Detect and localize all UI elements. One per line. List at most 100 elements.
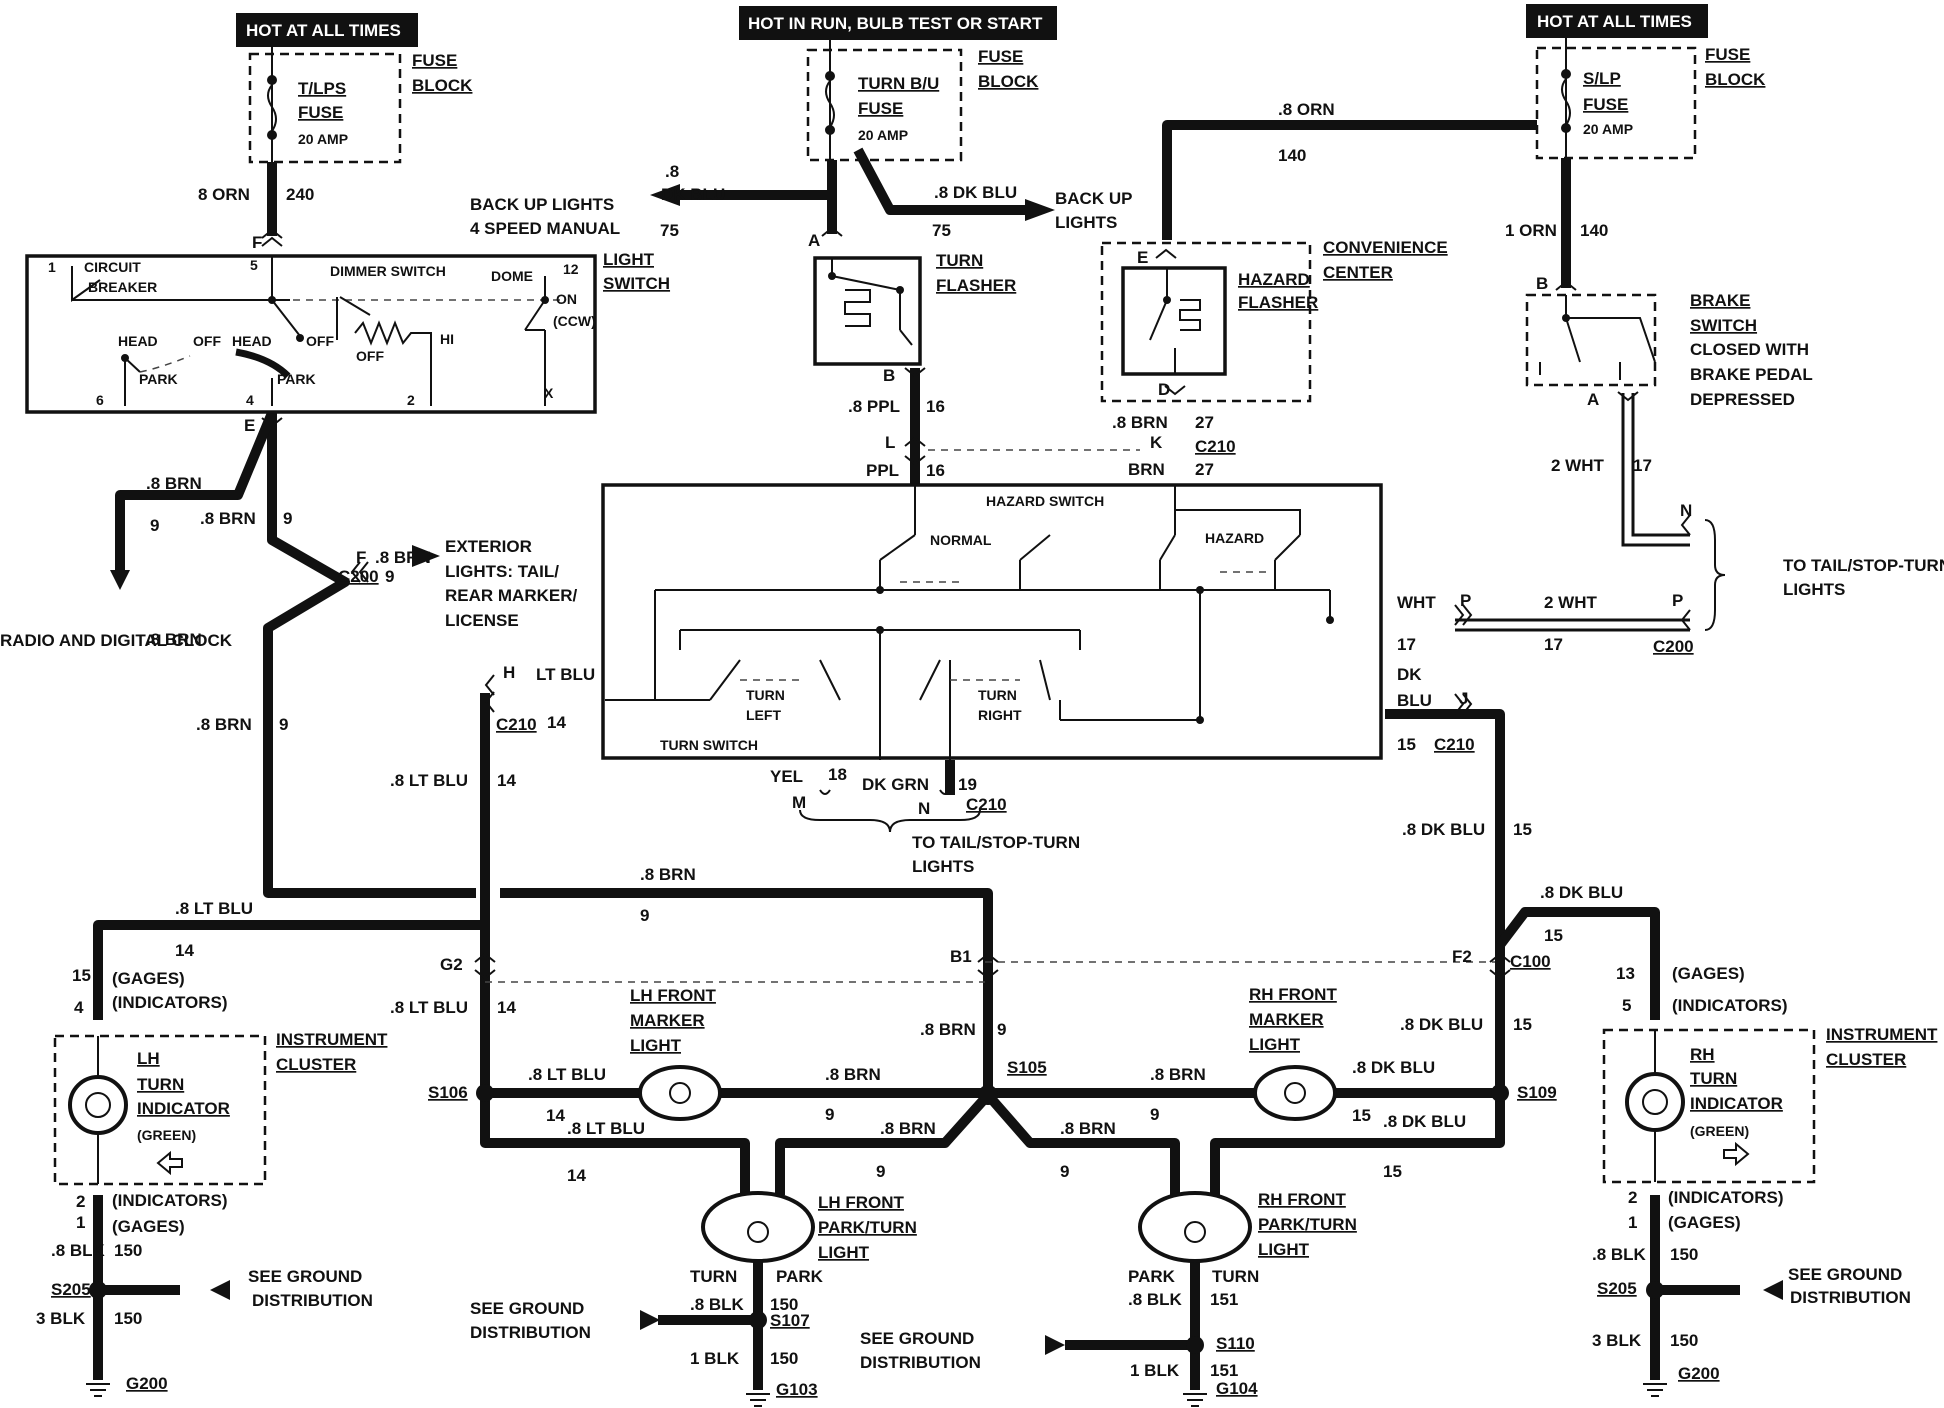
svg-text:LIGHTS: TAIL/: LIGHTS: TAIL/	[445, 562, 559, 581]
svg-text:75: 75	[660, 221, 679, 240]
svg-text:S106: S106	[428, 1083, 468, 1102]
svg-text:TURN: TURN	[137, 1075, 184, 1094]
svg-text:(GREEN): (GREEN)	[137, 1127, 196, 1143]
svg-text:S105: S105	[1007, 1058, 1047, 1077]
svg-text:PPL: PPL	[866, 461, 899, 480]
svg-text:14: 14	[546, 1106, 565, 1125]
svg-text:BREAKER: BREAKER	[88, 279, 157, 295]
svg-text:20 AMP: 20 AMP	[858, 127, 908, 143]
svg-text:9: 9	[1060, 1162, 1069, 1181]
svg-text:.8 DK BLU: .8 DK BLU	[1402, 820, 1485, 839]
svg-text:.8 DK BLU: .8 DK BLU	[1383, 1112, 1466, 1131]
svg-text:15: 15	[72, 966, 91, 985]
svg-text:4: 4	[246, 392, 254, 408]
svg-text:27: 27	[1195, 413, 1214, 432]
svg-text:S/LP: S/LP	[1583, 69, 1621, 88]
svg-text:HAZARD SWITCH: HAZARD SWITCH	[986, 493, 1104, 509]
svg-text:CONVENIENCE: CONVENIENCE	[1323, 238, 1448, 257]
svg-text:C210: C210	[1195, 437, 1236, 456]
svg-text:1 BLK: 1 BLK	[1130, 1361, 1180, 1380]
svg-text:15: 15	[1513, 820, 1532, 839]
rh-front-marker-light: RH FRONT MARKER LIGHT	[1249, 985, 1337, 1121]
hot-label-left: HOT AT ALL TIMES	[236, 13, 418, 47]
svg-text:.8 BLK: .8 BLK	[1128, 1290, 1183, 1309]
svg-text:PARK/TURN: PARK/TURN	[818, 1218, 917, 1237]
svg-text:HAZARD: HAZARD	[1205, 530, 1264, 546]
svg-text:9: 9	[385, 567, 394, 586]
svg-text:2 WHT: 2 WHT	[1551, 456, 1605, 475]
svg-text:DOME: DOME	[491, 268, 533, 284]
svg-text:18: 18	[828, 765, 847, 784]
svg-text:LIGHT: LIGHT	[818, 1243, 870, 1262]
svg-text:TURN: TURN	[936, 251, 983, 270]
svg-text:1 ORN: 1 ORN	[1505, 221, 1557, 240]
svg-text:LEFT: LEFT	[746, 707, 781, 723]
svg-text:3 BLK: 3 BLK	[36, 1309, 86, 1328]
svg-text:1 BLK: 1 BLK	[690, 1349, 740, 1368]
turn-hazard-switch: HAZARD SWITCH NORMAL HAZARD TURN LEFT TU…	[601, 483, 1383, 760]
svg-text:(INDICATORS): (INDICATORS)	[112, 993, 228, 1012]
svg-text:15: 15	[1383, 1162, 1402, 1181]
svg-text:9: 9	[279, 715, 288, 734]
svg-text:(INDICATORS): (INDICATORS)	[112, 1191, 228, 1210]
svg-text:BRAKE PEDAL: BRAKE PEDAL	[1690, 365, 1813, 384]
svg-text:PARK: PARK	[1128, 1267, 1176, 1286]
svg-text:WHT: WHT	[1397, 593, 1436, 612]
svg-text:N: N	[1680, 501, 1692, 520]
svg-text:K: K	[1150, 433, 1163, 452]
svg-text:(GAGES): (GAGES)	[1668, 1213, 1741, 1232]
svg-text:HOT AT ALL TIMES: HOT AT ALL TIMES	[1537, 12, 1692, 31]
svg-text:(CCW): (CCW)	[553, 313, 596, 329]
svg-text:G200: G200	[1678, 1364, 1720, 1383]
svg-text:19: 19	[958, 775, 977, 794]
svg-text:(GAGES): (GAGES)	[112, 1217, 185, 1236]
svg-text:1: 1	[1628, 1213, 1637, 1232]
svg-text:9: 9	[150, 516, 159, 535]
svg-text:TO TAIL/STOP-TURN: TO TAIL/STOP-TURN	[1783, 556, 1944, 575]
svg-text:C210: C210	[966, 795, 1007, 814]
svg-text:151: 151	[1210, 1361, 1238, 1380]
svg-text:14: 14	[547, 713, 566, 732]
svg-text:S109: S109	[1517, 1083, 1557, 1102]
svg-text:5: 5	[1622, 996, 1631, 1015]
svg-text:SWITCH: SWITCH	[603, 274, 670, 293]
svg-text:FUSE: FUSE	[412, 51, 457, 70]
svg-text:.8 BRN: .8 BRN	[640, 865, 696, 884]
svg-text:G200: G200	[126, 1374, 168, 1393]
svg-text:FUSE: FUSE	[858, 99, 903, 118]
svg-text:A: A	[1587, 390, 1599, 409]
svg-text:75: 75	[932, 221, 951, 240]
svg-text:.8 LT BLU: .8 LT BLU	[528, 1065, 606, 1084]
svg-text:S205: S205	[51, 1280, 91, 1299]
svg-text:HEAD: HEAD	[232, 333, 272, 349]
svg-text:INSTRUMENT: INSTRUMENT	[276, 1030, 388, 1049]
svg-text:.8 BRN: .8 BRN	[200, 509, 256, 528]
svg-text:.8 BRN: .8 BRN	[146, 630, 202, 649]
wire-labels: 8 ORN 240 .8 DK BLU 75 BACK UP LIGHTS 4 …	[0, 100, 1944, 1185]
fuse-block-left: T/LPS FUSE 20 AMP FUSE BLOCK	[248, 47, 473, 164]
svg-text:.8 DK BLU: .8 DK BLU	[1352, 1058, 1435, 1077]
svg-text:PARK: PARK	[776, 1267, 824, 1286]
svg-text:NORMAL: NORMAL	[930, 532, 992, 548]
svg-text:16: 16	[926, 461, 945, 480]
svg-text:F: F	[252, 233, 262, 252]
svg-text:RH FRONT: RH FRONT	[1258, 1190, 1346, 1209]
back-up-arrows	[650, 184, 1055, 221]
svg-text:FUSE: FUSE	[1583, 95, 1628, 114]
light-switch: LIGHT SWITCH F E 1 CIRCUIT BREAKER DIMME…	[25, 233, 670, 435]
svg-text:LIGHTS: LIGHTS	[1783, 580, 1845, 599]
svg-text:27: 27	[1195, 460, 1214, 479]
svg-text:.8 BRN: .8 BRN	[825, 1065, 881, 1084]
svg-text:DK BLU: DK BLU	[661, 185, 725, 204]
svg-text:HOT IN RUN, BULB TEST OR START: HOT IN RUN, BULB TEST OR START	[748, 14, 1043, 33]
svg-text:240: 240	[286, 185, 314, 204]
svg-text:LH FRONT: LH FRONT	[630, 986, 717, 1005]
svg-text:6: 6	[96, 392, 104, 408]
svg-text:BLOCK: BLOCK	[1705, 70, 1766, 89]
svg-text:BACK UP LIGHTS: BACK UP LIGHTS	[470, 195, 614, 214]
svg-text:13: 13	[1616, 964, 1635, 983]
lh-instrument-cluster: INSTRUMENT CLUSTER 15 (GAGES) 4 (INDICAT…	[53, 966, 388, 1236]
svg-text:DISTRIBUTION: DISTRIBUTION	[1790, 1288, 1911, 1307]
svg-text:LH: LH	[137, 1049, 160, 1068]
